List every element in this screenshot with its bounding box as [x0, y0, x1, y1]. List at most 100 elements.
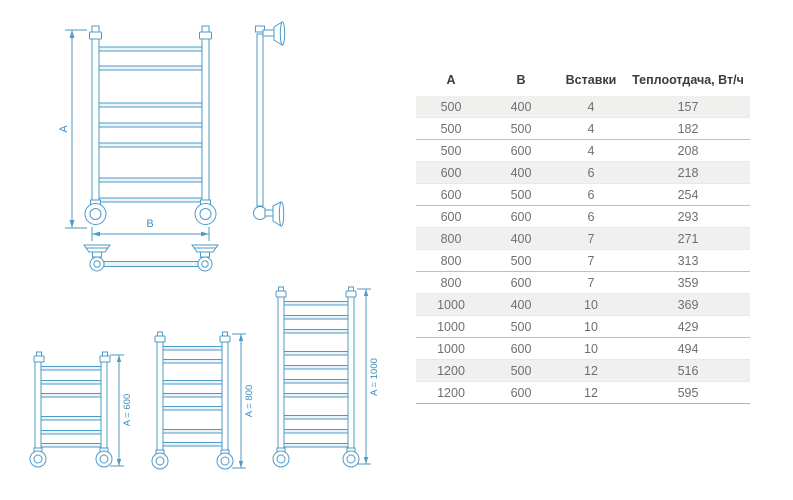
table-cell: 500	[486, 249, 556, 272]
table-cell: 369	[626, 293, 750, 316]
dimension-a1000: A = 1000	[357, 288, 380, 465]
variant-drawing-1000: A = 1000	[272, 286, 380, 468]
table-row: 800 600 7 359	[416, 271, 750, 294]
table-row: 1000 500 10 429	[416, 315, 750, 338]
table-row: 1000 400 10 369	[416, 293, 750, 316]
dimension-b: B	[91, 218, 210, 241]
table-cell: 218	[626, 161, 750, 184]
variant-1000-label: A = 1000	[369, 358, 380, 396]
table-cell: 6	[556, 183, 626, 206]
table-cell: 600	[486, 271, 556, 294]
table-row: 1000 600 10 494	[416, 337, 750, 360]
table-cell: 12	[556, 381, 626, 404]
table-cell: 500	[416, 96, 486, 118]
spec-table: A B Вставки Теплоотдача, Вт/ч 500 400 4 …	[416, 73, 750, 404]
top-view-drawing	[83, 244, 219, 272]
dimension-a800: A = 800	[232, 333, 255, 469]
table-cell: 12	[556, 359, 626, 382]
table-header-row: A B Вставки Теплоотдача, Вт/ч	[416, 73, 750, 96]
dim-a-label: A	[58, 125, 70, 133]
table-cell: 254	[626, 183, 750, 206]
header-cell-heat-output: Теплоотдача, Вт/ч	[632, 73, 744, 87]
table-cell: 600	[486, 205, 556, 228]
table-cell: 600	[486, 337, 556, 360]
table-cell: 800	[416, 249, 486, 272]
table-cell: 1000	[416, 337, 486, 360]
table-row: 800 400 7 271	[416, 227, 750, 250]
table-cell: 600	[486, 139, 556, 162]
table-row: 1200 500 12 516	[416, 359, 750, 382]
table-cell: 600	[416, 183, 486, 206]
table-cell: 429	[626, 315, 750, 338]
ladder-rungs	[98, 46, 203, 203]
dim-b-label: B	[146, 218, 153, 230]
front-view-drawing: A	[58, 25, 217, 241]
table-row: 600 500 6 254	[416, 183, 750, 206]
table-cell: 359	[626, 271, 750, 294]
ladder-feet	[84, 199, 217, 225]
table-cell: 1200	[416, 381, 486, 404]
table-cell: 500	[486, 359, 556, 382]
table-cell: 400	[486, 96, 556, 118]
variant-drawing-800: A = 800	[151, 331, 255, 470]
technical-drawings: A	[29, 21, 380, 470]
table-row: 500 400 4 157	[416, 96, 750, 118]
table-cell: 10	[556, 293, 626, 316]
header-cell-b: B	[516, 73, 526, 87]
header-cell-inserts: Вставки	[565, 73, 617, 87]
table-cell: 6	[556, 161, 626, 184]
table-row: 500 500 4 182	[416, 117, 750, 140]
table-cell: 7	[556, 249, 626, 272]
table-cell: 494	[626, 337, 750, 360]
table-cell: 157	[626, 96, 750, 118]
table-cell: 595	[626, 381, 750, 404]
ladder-rungs	[283, 301, 349, 448]
table-cell: 1000	[416, 315, 486, 338]
side-view-drawing	[253, 21, 286, 227]
table-cell: 500	[486, 117, 556, 140]
table-cell: 6	[556, 205, 626, 228]
table-cell: 7	[556, 227, 626, 250]
table-row: 1200 600 12 595	[416, 381, 750, 404]
table-row: 600 600 6 293	[416, 205, 750, 228]
table-cell: 313	[626, 249, 750, 272]
table-cell: 400	[486, 227, 556, 250]
table-cell: 600	[486, 381, 556, 404]
table-cell: 400	[486, 161, 556, 184]
table-row: 500 600 4 208	[416, 139, 750, 162]
dimension-a600: A = 600	[110, 354, 133, 467]
table-cell: 10	[556, 315, 626, 338]
table-cell: 800	[416, 227, 486, 250]
table-cell: 500	[416, 139, 486, 162]
table-cell: 1200	[416, 359, 486, 382]
table-row: 800 500 7 313	[416, 249, 750, 272]
table-cell: 600	[416, 205, 486, 228]
table-cell: 500	[486, 315, 556, 338]
variant-800-label: A = 800	[244, 385, 255, 418]
variant-600-label: A = 600	[122, 394, 133, 427]
table-cell: 10	[556, 337, 626, 360]
table-cell: 516	[626, 359, 750, 382]
header-cell-a: A	[446, 73, 456, 87]
table-cell: 800	[416, 271, 486, 294]
table-cell: 4	[556, 139, 626, 162]
table-cell: 4	[556, 96, 626, 118]
spec-table-panel: A B Вставки Теплоотдача, Вт/ч 500 400 4 …	[400, 0, 793, 404]
variant-drawing-600: A = 600	[29, 351, 133, 468]
table-cell: 182	[626, 117, 750, 140]
table-cell: 500	[416, 117, 486, 140]
table-cell: 7	[556, 271, 626, 294]
table-cell: 500	[486, 183, 556, 206]
ladder-top-caps	[89, 25, 212, 40]
table-cell: 4	[556, 117, 626, 140]
table-cell: 271	[626, 227, 750, 250]
ladder-rungs	[40, 366, 102, 448]
table-cell: 293	[626, 205, 750, 228]
table-cell: 600	[416, 161, 486, 184]
table-cell: 208	[626, 139, 750, 162]
dimension-a: A	[58, 29, 87, 229]
table-cell: 1000	[416, 293, 486, 316]
table-row: 600 400 6 218	[416, 161, 750, 184]
ladder-rungs	[162, 346, 223, 447]
